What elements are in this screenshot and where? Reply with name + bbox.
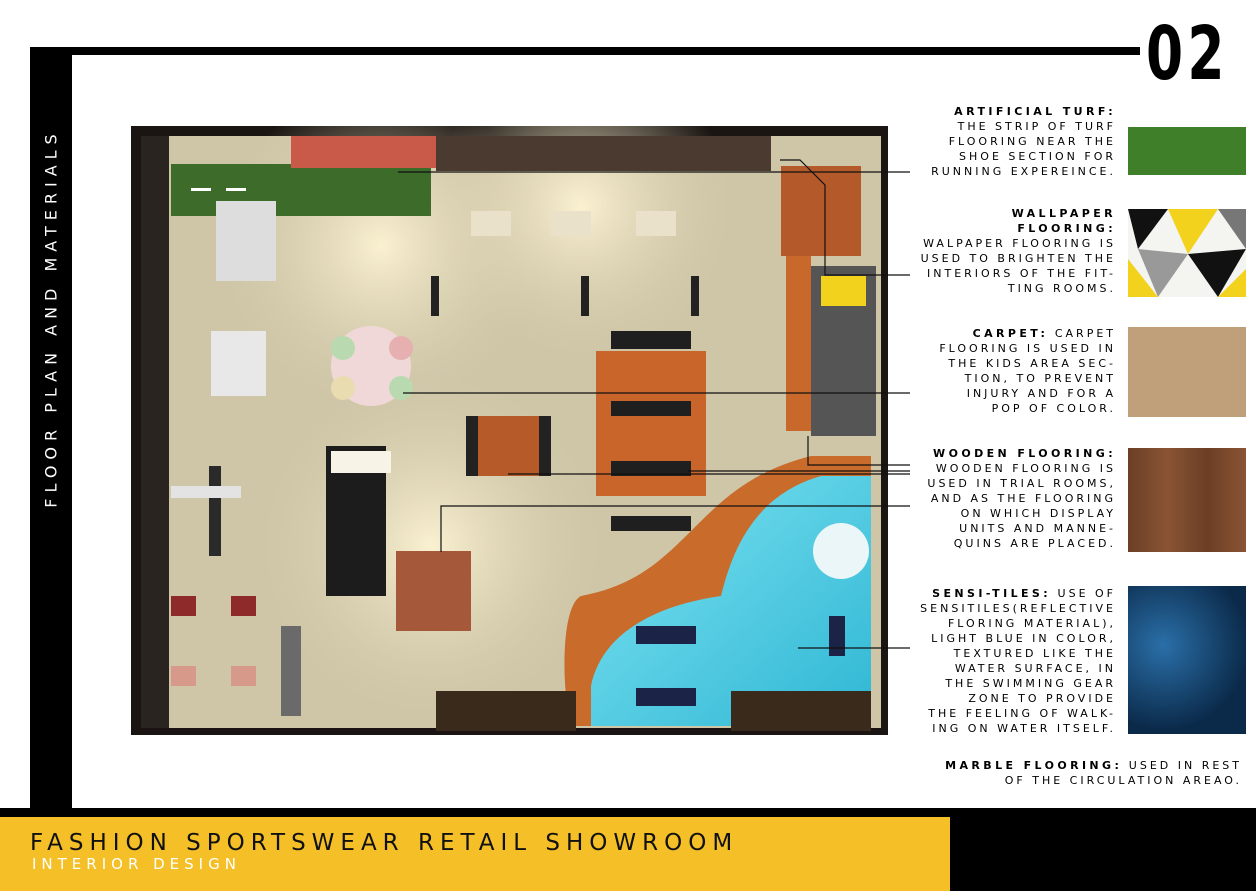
note-line: LIGHT BLUE IN COLOR,	[931, 632, 1116, 645]
note-line: FLOORING IS USED IN	[939, 342, 1116, 355]
note-line: INJURY AND FOR A	[966, 387, 1116, 400]
note-title-2: FLOORING:	[1017, 222, 1116, 235]
note-carpet: CARPET: CARPET FLOORING IS USED IN THE K…	[856, 326, 1116, 416]
note-marble-flooring: MARBLE FLOORING: USED IN REST OF THE CIR…	[882, 758, 1242, 788]
note-title: ARTIFICIAL TURF:	[954, 105, 1116, 118]
note-line: SENSITILES(REFLECTIVE	[920, 602, 1116, 615]
note-inline: USED IN REST	[1128, 759, 1242, 772]
note-wooden-flooring: WOODEN FLOORING: WOODEN FLOORING IS USED…	[856, 446, 1116, 551]
note-inline: CARPET	[1054, 327, 1116, 340]
note-line: THE KIDS AREA SEC-	[948, 357, 1116, 370]
note-artificial-turf: ARTIFICIAL TURF: THE STRIP OF TURF FLOOR…	[856, 104, 1116, 179]
note-line: SHOE SECTION FOR	[959, 150, 1116, 163]
note-line: THE FEELING OF WALK-	[928, 707, 1116, 720]
note-line: ON WHICH DISPLAY	[960, 507, 1116, 520]
footer-title: FASHION SPORTSWEAR RETAIL SHOWROOM	[30, 830, 739, 856]
note-line: WATER SURFACE, IN	[954, 662, 1116, 675]
note-line: TEXTURED LIKE THE	[953, 647, 1116, 660]
note-inline: USE OF	[1057, 587, 1116, 600]
note-line: QUINS ARE PLACED.	[953, 537, 1116, 550]
note-line: UNITS AND MANNE-	[959, 522, 1116, 535]
note-line: FLORING MATERIAL),	[947, 617, 1116, 630]
swatch-sensi-tiles	[1128, 586, 1246, 734]
note-line: TION, TO PREVENT	[964, 372, 1116, 385]
note-line: ZONE TO PROVIDE	[968, 692, 1116, 705]
sidebar: FLOOR PLAN AND MATERIALS	[30, 48, 72, 818]
note-line: WALPAPER FLOORING IS	[923, 237, 1116, 250]
note-line: THE STRIP OF TURF	[957, 120, 1116, 133]
page-number: 02	[1146, 11, 1229, 97]
note-line: FLOORING NEAR THE	[948, 135, 1116, 148]
note-line: AND AS THE FLOORING	[930, 492, 1116, 505]
footer-title-panel	[0, 817, 950, 891]
note-line: TING ROOMS.	[1007, 282, 1116, 295]
note-title: MARBLE FLOORING:	[945, 759, 1123, 772]
swatch-artificial-turf	[1128, 127, 1246, 175]
note-line: RUNNING EXPEREINCE.	[931, 165, 1116, 178]
swatch-wallpaper	[1128, 209, 1246, 297]
note-line: INTERIORS OF THE FIT-	[927, 267, 1116, 280]
note-title: SENSI-TILES:	[932, 587, 1052, 600]
note-title: CARPET:	[972, 327, 1049, 340]
swatch-wooden	[1128, 448, 1246, 552]
note-line: USED IN TRIAL ROOMS,	[927, 477, 1116, 490]
note-line: OF THE CIRCULATION AREAO.	[1004, 774, 1242, 787]
frame-top-bar	[30, 47, 1140, 55]
note-title: WOODEN FLOORING:	[933, 447, 1116, 460]
note-line: THE SWIMMING GEAR	[945, 677, 1116, 690]
note-wallpaper-flooring: WALLPAPER FLOORING: WALPAPER FLOORING IS…	[856, 206, 1116, 296]
note-line: WOODEN FLOORING IS	[935, 462, 1116, 475]
note-line: POP OF COLOR.	[991, 402, 1116, 415]
floor-plan-render	[131, 126, 888, 735]
footer-subtitle: INTERIOR DESIGN	[32, 855, 241, 873]
note-line: ING ON WATER ITSELF.	[932, 722, 1116, 735]
note-line: USED TO BRIGHTEN THE	[920, 252, 1116, 265]
note-sensi-tiles: SENSI-TILES: USE OF SENSITILES(REFLECTIV…	[856, 586, 1116, 736]
note-title: WALLPAPER	[1011, 207, 1116, 220]
swatch-carpet	[1128, 327, 1246, 417]
